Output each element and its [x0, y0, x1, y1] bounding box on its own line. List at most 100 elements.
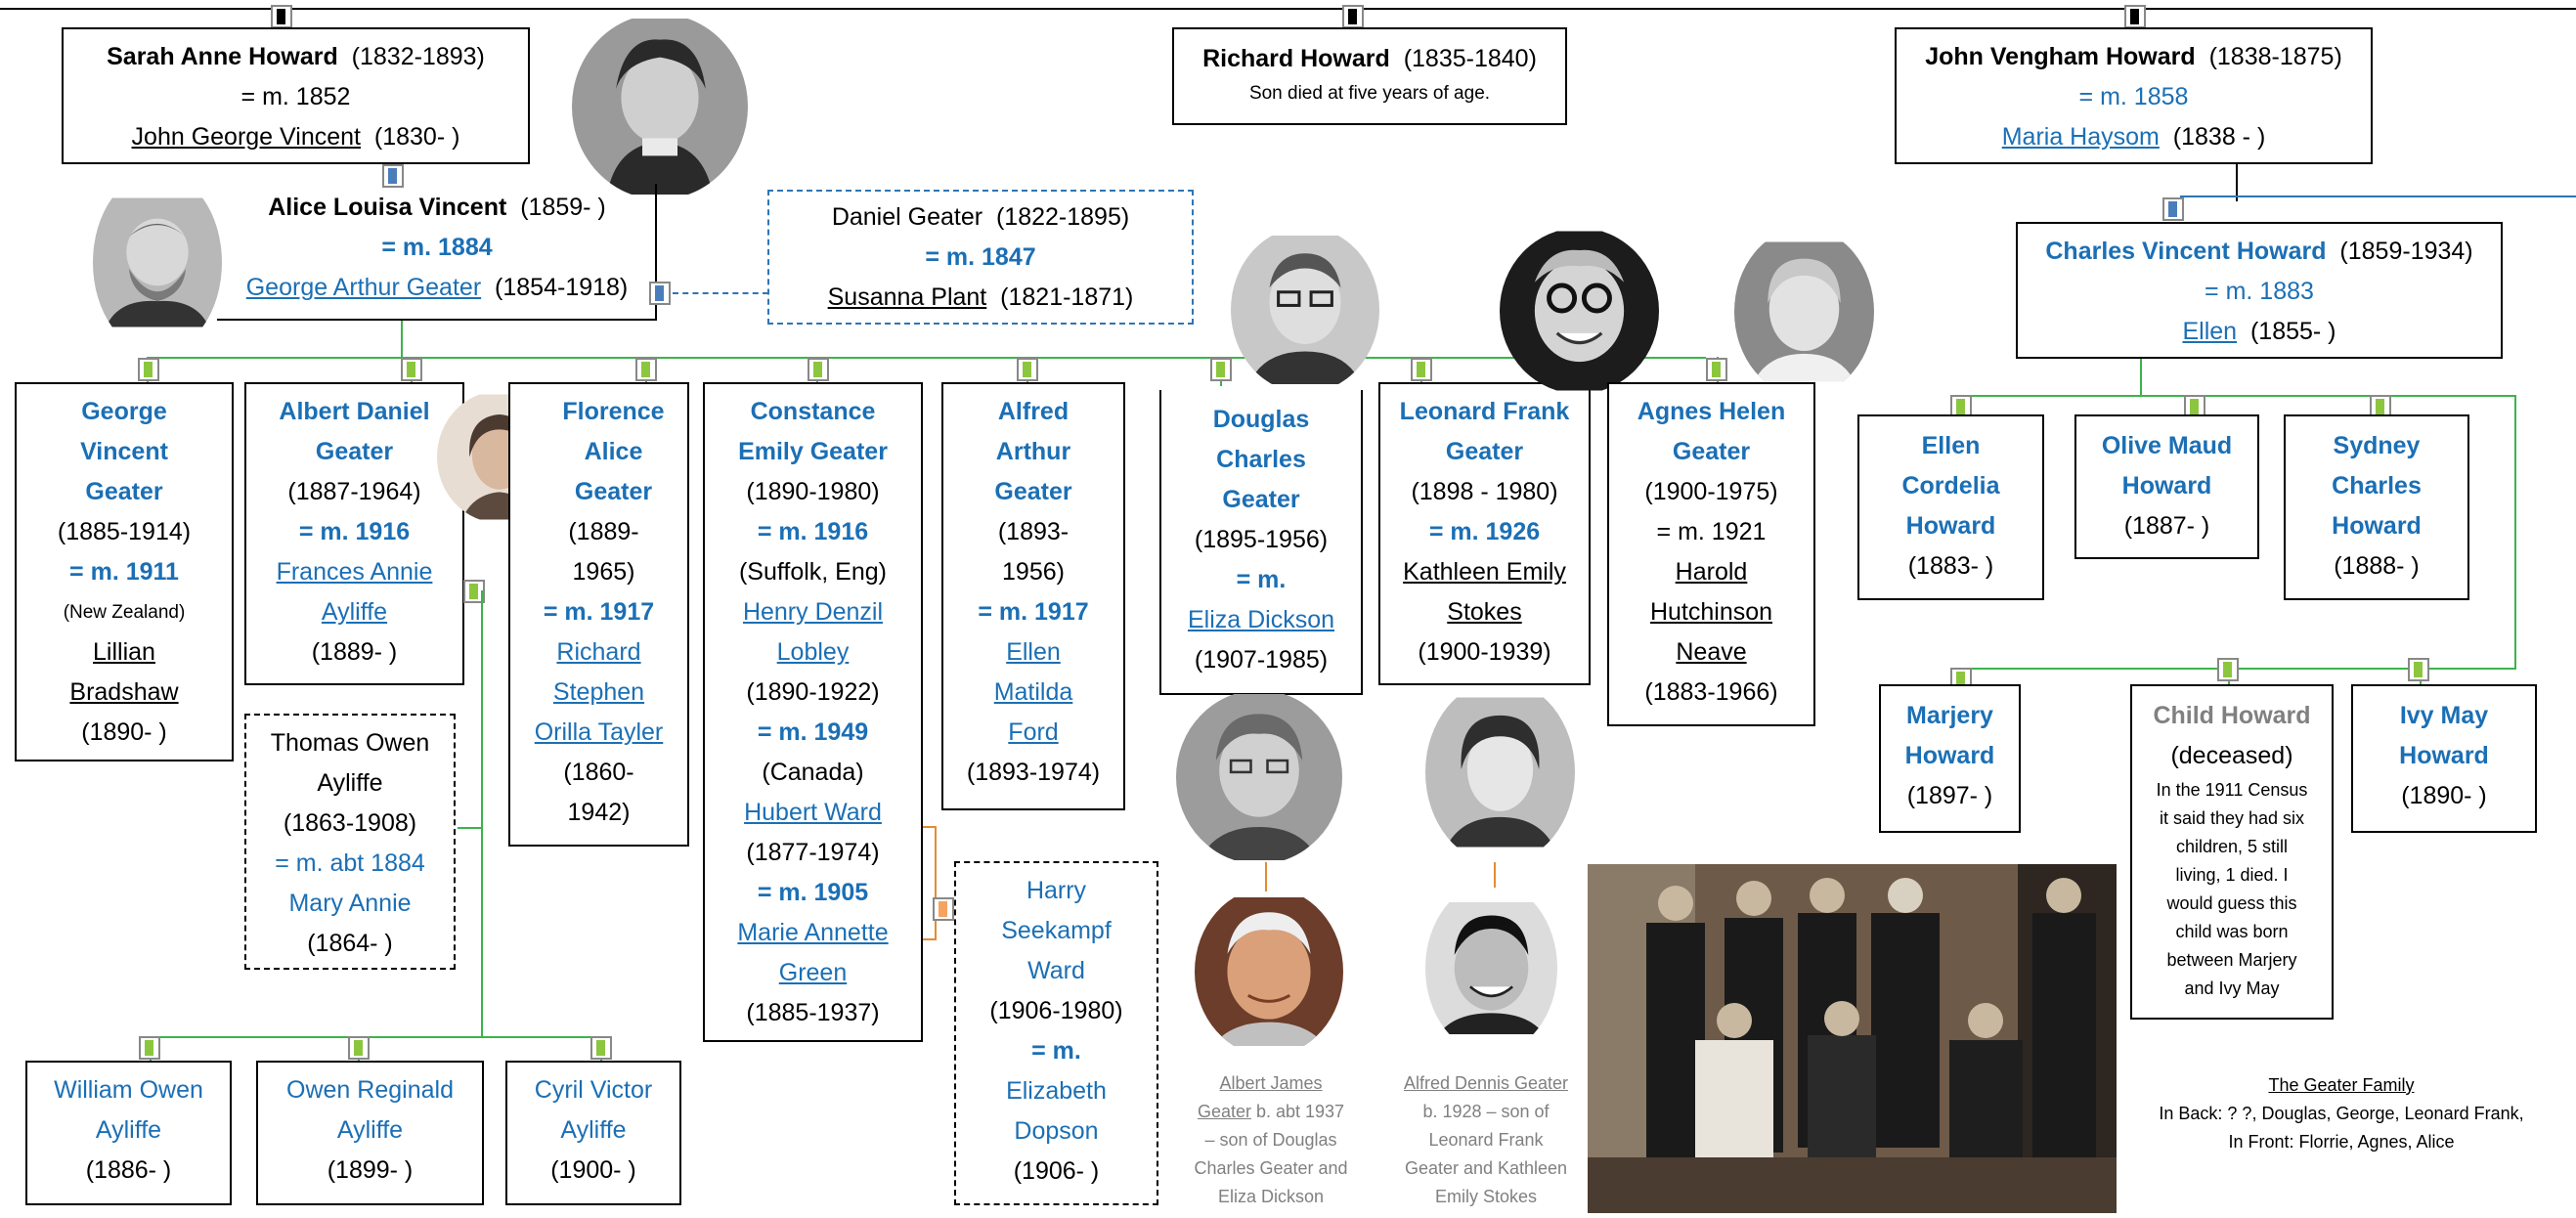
person-box-child-howard[interactable]: Child Howard (deceased) In the 1911 Cens…: [2130, 684, 2334, 1020]
person-name: Vincent: [80, 438, 168, 465]
spouse-name[interactable]: Ford: [1008, 718, 1059, 746]
marriage-text: = m. 1883: [2205, 278, 2314, 305]
spouse-name: Mary Annie: [288, 890, 412, 917]
caption-line: In Back: ? ?, Douglas, George, Leonard F…: [2159, 1104, 2524, 1123]
person-box-harry-seekampf-ward[interactable]: Harry Seekampf Ward (1906-1980) = m. Eli…: [954, 861, 1158, 1205]
person-box-george-vincent-geater[interactable]: George Vincent Geater (1885-1914) = m. 1…: [15, 382, 234, 761]
spouse-name[interactable]: Richard: [556, 638, 641, 666]
spouse-name[interactable]: Lobley: [776, 638, 850, 666]
person-name: Ward: [1027, 957, 1085, 984]
spouse-name[interactable]: Green: [778, 959, 848, 986]
child-marker-icon[interactable]: [590, 1036, 612, 1060]
person-box-sydney-charles-howard[interactable]: Sydney Charles Howard (1888- ): [2284, 414, 2469, 600]
child-marker-icon[interactable]: [1017, 358, 1038, 381]
person-box-constance-emily-geater[interactable]: Constance Emily Geater (1890-1980) = m. …: [703, 382, 923, 1042]
child-marker-icon[interactable]: [1411, 358, 1432, 381]
person-box-richard-howard[interactable]: Richard Howard (1835-1840) Son died at f…: [1172, 27, 1567, 125]
person-dates: (1832-1893): [351, 43, 485, 70]
person-dates: (1885-1914): [57, 518, 192, 545]
spouse-dates: (1860-: [563, 759, 634, 786]
child-marker-icon[interactable]: [463, 580, 485, 603]
child-marker-icon[interactable]: [1950, 395, 1972, 418]
child-marker-icon[interactable]: [2408, 658, 2429, 681]
spouse-name[interactable]: Susanna Plant: [827, 283, 987, 311]
person-box-owen-reginald-ayliffe[interactable]: Owen Reginald Ayliffe (1899- ): [256, 1061, 484, 1205]
child-marker-icon[interactable]: [348, 1036, 370, 1060]
person-box-agnes-helen-geater[interactable]: Agnes Helen Geater (1900-1975) = m. 1921…: [1607, 382, 1815, 726]
spouse-name[interactable]: Henry Denzil: [742, 598, 884, 626]
person-box-marjery-howard[interactable]: Marjery Howard (1897- ): [1879, 684, 2021, 833]
person-box-olive-maud-howard[interactable]: Olive Maud Howard (1887- ): [2074, 414, 2259, 559]
spouse-name[interactable]: Hubert Ward: [744, 799, 882, 826]
person-name: Geater: [1672, 438, 1751, 465]
person-note: it said they had six: [2159, 808, 2305, 828]
person-box-alfred-arthur-geater[interactable]: Alfred Arthur Geater (1893- 1956) = m. 1…: [941, 382, 1125, 810]
portrait-photo-woman: [572, 14, 748, 199]
person-status: (deceased): [2170, 742, 2293, 769]
spouse-name[interactable]: Lillian: [93, 638, 155, 666]
spouse-name[interactable]: Eliza Dickson: [1187, 606, 1335, 633]
person-dates: (1890- ): [2401, 782, 2487, 809]
spouse-name[interactable]: Stephen: [552, 678, 645, 706]
person-box-cyril-victor-ayliffe[interactable]: Cyril Victor Ayliffe (1900- ): [505, 1061, 681, 1205]
person-note: child was born: [2175, 922, 2289, 941]
person-note: Son died at five years of age.: [1248, 83, 1491, 104]
person-name: Albert Daniel: [279, 398, 430, 425]
family-marker-icon[interactable]: [1342, 5, 1364, 28]
family-marker-icon[interactable]: [2124, 5, 2146, 28]
person-box-charles-vincent-howard[interactable]: Charles Vincent Howard (1859-1934) = m. …: [2016, 222, 2503, 359]
spouse-name[interactable]: Hutchinson: [1649, 598, 1773, 626]
person-name: Charles Vincent Howard: [2045, 238, 2327, 265]
person-box-thomas-owen-ayliffe[interactable]: Thomas Owen Ayliffe (1863-1908) = m. abt…: [244, 714, 456, 970]
family-marker-icon[interactable]: [271, 5, 292, 28]
child-marker-icon[interactable]: [808, 358, 829, 381]
child-marker-icon[interactable]: [933, 897, 954, 921]
spouse-name[interactable]: George Arthur Geater: [245, 274, 482, 301]
spouse-name[interactable]: Bradshaw: [69, 678, 179, 706]
child-marker-icon[interactable]: [635, 358, 657, 381]
spouse-dates: (1900-1939): [1418, 638, 1551, 666]
person-box-douglas-charles-geater[interactable]: Douglas Charles Geater (1895-1956) = m. …: [1159, 390, 1363, 695]
family-marker-icon[interactable]: [2162, 197, 2184, 221]
person-box-leonard-frank-geater[interactable]: Leonard Frank Geater (1898 - 1980) = m. …: [1378, 382, 1591, 685]
person-dates: (1822-1895): [995, 203, 1130, 231]
spouse-name[interactable]: Matilda: [993, 678, 1073, 706]
person-name: Geater: [994, 478, 1072, 505]
child-marker-icon[interactable]: [401, 358, 422, 381]
person-box-albert-daniel-geater[interactable]: Albert Daniel Geater (1887-1964) = m. 19…: [244, 382, 464, 685]
person-name: Constance: [750, 398, 876, 425]
person-name: Charles: [1216, 446, 1306, 473]
person-box-sarah-anne-howard[interactable]: Sarah Anne Howard (1832-1893) = m. 1852 …: [62, 27, 530, 164]
person-box-ellen-cordelia-howard[interactable]: Ellen Cordelia Howard (1883- ): [1857, 414, 2044, 600]
spouse-name[interactable]: Stokes: [1447, 598, 1522, 626]
child-marker-icon[interactable]: [138, 358, 159, 381]
child-marker-icon[interactable]: [1706, 358, 1727, 381]
child-marker-icon[interactable]: [139, 1036, 160, 1060]
person-box-daniel-geater[interactable]: Daniel Geater (1822-1895) = m. 1847 Susa…: [767, 190, 1194, 325]
spouse-name[interactable]: Kathleen Emily: [1403, 558, 1566, 586]
person-box-ivy-may-howard[interactable]: Ivy May Howard (1890- ): [2351, 684, 2537, 833]
spouse-name[interactable]: Maria Haysom: [2001, 123, 2160, 151]
child-marker-icon[interactable]: [1210, 358, 1232, 381]
person-name: Howard: [1904, 742, 1995, 769]
spouse-name[interactable]: Harold: [1675, 558, 1748, 586]
person-name: Child Howard: [2153, 702, 2311, 729]
child-marker-icon[interactable]: [2217, 658, 2239, 681]
portrait-photo-alfred-dennis-geater: [1425, 883, 1557, 1054]
spouse-name: Elizabeth: [1006, 1077, 1107, 1105]
spouse-name[interactable]: Ellen: [2182, 318, 2238, 345]
person-dates: (1890-1980): [746, 478, 880, 505]
person-box-alice-louisa-vincent[interactable]: Alice Louisa Vincent (1859- ) = m. 1884 …: [217, 184, 657, 321]
person-box-florence-alice-geater[interactable]: Florence Alice Geater (1889- 1965) = m. …: [508, 382, 689, 847]
spouse-name[interactable]: John George Vincent: [131, 123, 361, 151]
spouse-name[interactable]: Marie Annette: [737, 919, 889, 946]
person-box-john-vengham-howard[interactable]: John Vengham Howard (1838-1875) = m. 185…: [1895, 27, 2373, 164]
spouse-name[interactable]: Ellen: [1006, 638, 1061, 666]
spouse-name[interactable]: Neave: [1676, 638, 1747, 666]
spouse-name[interactable]: Ayliffe: [321, 598, 388, 626]
family-marker-icon[interactable]: [382, 164, 404, 188]
spouse-name[interactable]: Frances Annie: [276, 558, 433, 586]
spouse-name[interactable]: Orilla Tayler: [534, 718, 664, 746]
family-marker-icon[interactable]: [649, 282, 671, 305]
person-box-william-owen-ayliffe[interactable]: William Owen Ayliffe (1886- ): [25, 1061, 232, 1205]
